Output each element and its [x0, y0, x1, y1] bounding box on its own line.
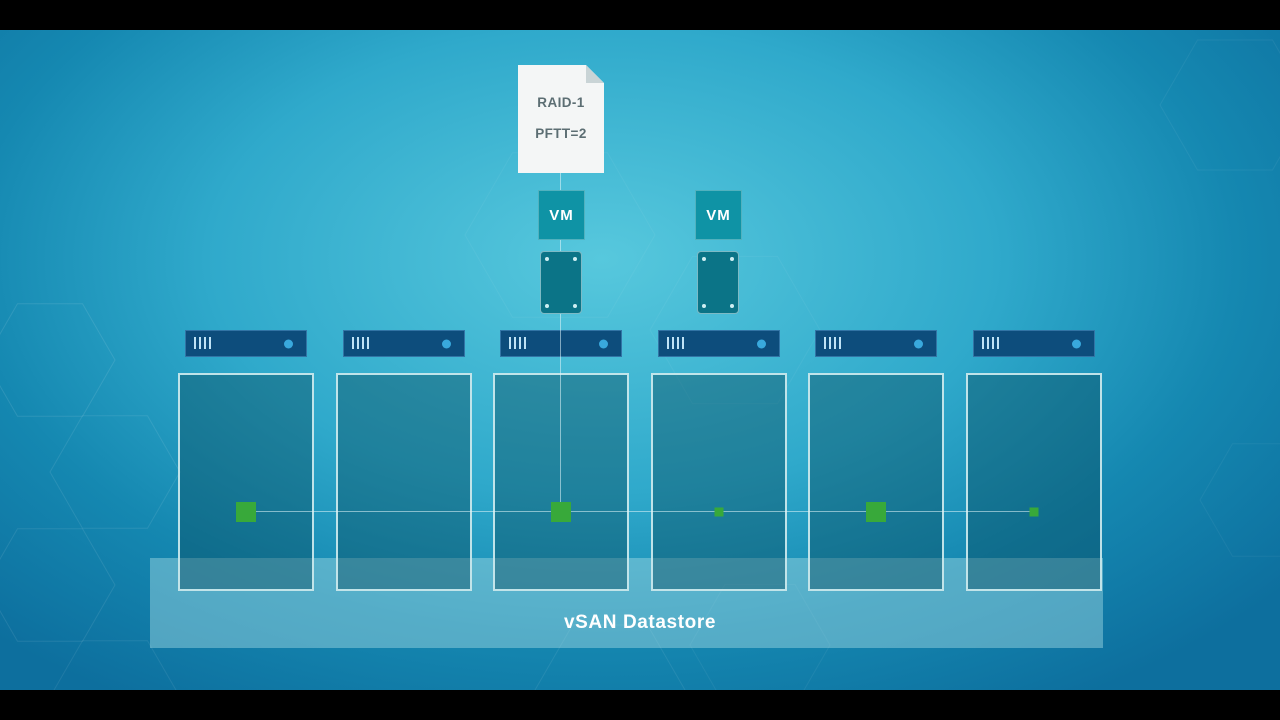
data-component-small-host-6 [1029, 507, 1039, 517]
server-chassis-icon-3 [500, 330, 622, 357]
host-capacity-rect-5 [808, 373, 944, 591]
host-capacity-rect-6 [966, 373, 1102, 591]
policy-pftt-label: PFTT=2 [535, 126, 587, 141]
vmdk-disk-icon-1 [540, 251, 582, 314]
server-vents-icon [194, 337, 211, 349]
server-led-icon [757, 339, 766, 348]
vm-icon-1: VM [538, 190, 585, 240]
data-component-large-host-1 [236, 502, 256, 522]
server-vents-icon [824, 337, 841, 349]
vmdk-disk-icon-2 [697, 251, 739, 314]
host-capacity-rect-1 [178, 373, 314, 591]
vsan-datastore-label: vSAN Datastore [563, 612, 716, 633]
server-chassis-icon-6 [973, 330, 1095, 357]
connector-horizontal [246, 511, 1034, 512]
server-vents-icon [352, 337, 369, 349]
server-led-icon [1072, 339, 1081, 348]
server-led-icon [914, 339, 923, 348]
letterbox-top [0, 0, 1280, 30]
vm-icon-2: VM [695, 190, 742, 240]
server-vents-icon [509, 337, 526, 349]
letterbox-bottom [0, 690, 1280, 720]
storage-policy-document-icon: RAID-1 PFTT=2 [518, 65, 604, 173]
server-led-icon [284, 339, 293, 348]
vsan-datastore-bar [150, 558, 1103, 648]
server-vents-icon [982, 337, 999, 349]
server-chassis-icon-4 [658, 330, 780, 357]
server-chassis-icon-1 [185, 330, 307, 357]
data-component-large-host-3 [551, 502, 571, 522]
server-chassis-icon-2 [343, 330, 465, 357]
server-led-icon [442, 339, 451, 348]
data-component-small-host-4 [714, 507, 724, 517]
host-capacity-rect-4 [651, 373, 787, 591]
data-component-large-host-5 [866, 502, 886, 522]
policy-raid-label: RAID-1 [537, 95, 585, 110]
server-vents-icon [667, 337, 684, 349]
connector-vertical [560, 172, 561, 512]
host-capacity-rect-2 [336, 373, 472, 591]
server-led-icon [599, 339, 608, 348]
host-capacity-rect-3 [493, 373, 629, 591]
server-chassis-icon-5 [815, 330, 937, 357]
